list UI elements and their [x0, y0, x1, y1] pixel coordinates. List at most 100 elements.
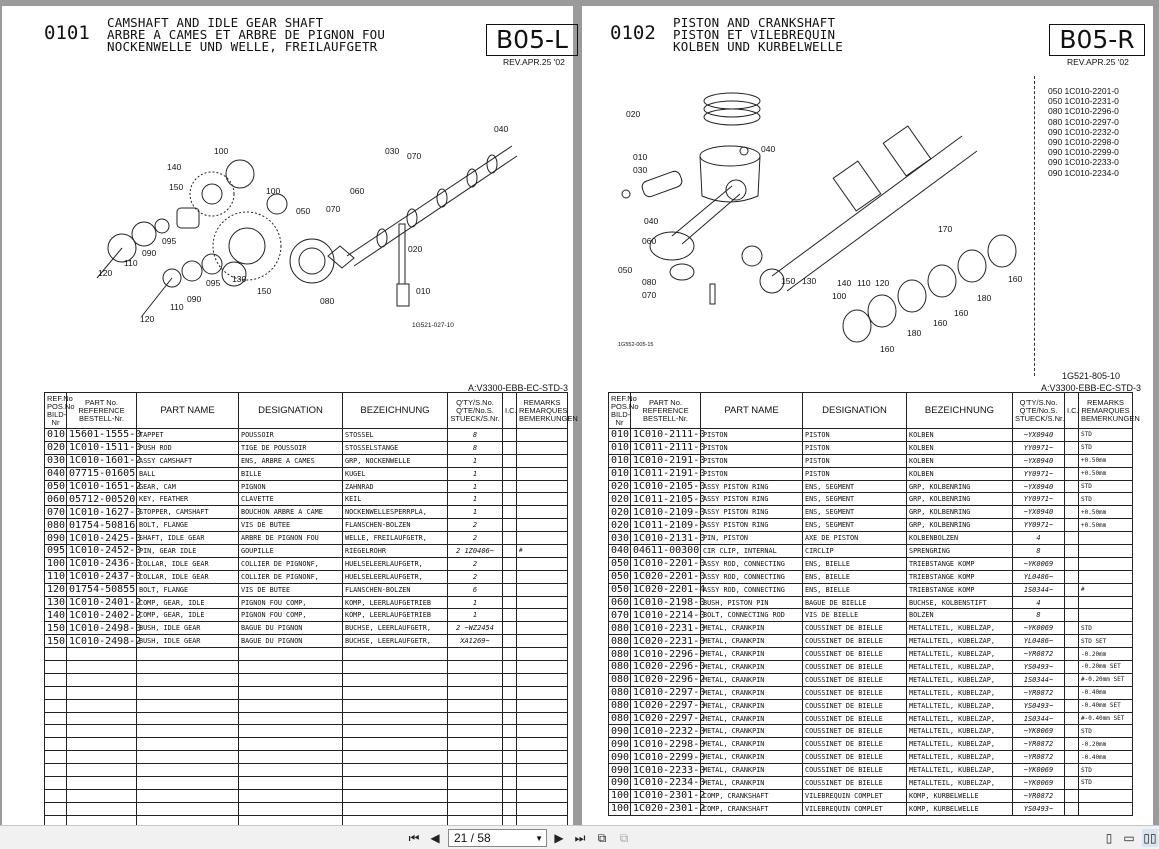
ref-cell: 050 [44, 479, 67, 494]
qty-cell: ~YR0872 [1012, 685, 1065, 700]
qty-cell: 1 [447, 466, 503, 481]
related-part-item: 090 1C010-2233-0 [1048, 157, 1119, 168]
empty-cell [516, 660, 568, 674]
designation-cell: COUSSINET DE BIELLE [802, 647, 907, 662]
figure-number: 1G521-805-10 [1062, 371, 1121, 381]
part-name-cell: METAL, CRANKPIN [700, 634, 803, 649]
bezeichnung-cell: STOSSELSTANGE [342, 440, 448, 455]
empty-cell [44, 763, 67, 778]
ic-cell [1064, 724, 1079, 739]
designation-cell: CIRCLIP [802, 544, 907, 558]
empty-cell [136, 685, 239, 700]
designation-cell: COUSSINET DE BIELLE [802, 776, 907, 790]
ref-cell: 080 [44, 518, 67, 533]
bezeichnung-cell: SPRENGRING [906, 544, 1013, 558]
continuous-view-icon[interactable]: ▭ [1123, 831, 1135, 845]
ref-cell: 100 [608, 801, 631, 816]
last-page-icon[interactable]: ⏭ [574, 830, 586, 845]
designation-cell: VILEBREQUIN COMPLET [802, 801, 907, 816]
part-name-cell: ASSY CAMSHAFT [136, 453, 239, 468]
empty-cell [516, 711, 568, 726]
copy-disabled-icon[interactable]: ⧉ [619, 830, 629, 845]
empty-cell [136, 698, 239, 713]
empty-table-row [44, 698, 568, 713]
document-viewer[interactable]: 0101 CAMSHAFT AND IDLE GEAR SHAFT ARBRE … [0, 0, 1159, 829]
next-page-icon[interactable]: ▶ [554, 831, 564, 845]
part-name-cell: ASSY ROD, CONNECTING [700, 556, 803, 571]
col-remarks: REMARKS REMARQUES BEMERKUNGEN [1078, 392, 1140, 429]
part-no-cell: 1C010-2452-0 [66, 544, 141, 558]
qty-cell: 2 1Z0406~ [447, 544, 503, 558]
part-name-cell: BOLT, FLANGE [136, 518, 239, 533]
qty-cell: ~YX0940 [1012, 453, 1065, 468]
two-page-view-icon[interactable]: ▯▯ [1142, 829, 1158, 847]
ic-cell [1064, 569, 1079, 584]
ic-cell [1064, 737, 1079, 752]
ic-cell [502, 440, 517, 455]
ref-cell: 010 [608, 453, 631, 468]
empty-cell [342, 763, 448, 778]
part-no-cell: 1C010-2131-0 [630, 531, 705, 546]
empty-cell [136, 763, 239, 778]
callout-label: 050 [296, 206, 311, 216]
designation-cell: POUSSOIR [238, 428, 343, 442]
bezeichnung-cell: METALLTEIL, KUBELZAP, [906, 647, 1013, 662]
callout-label: 140 [167, 162, 182, 172]
small-figure-number: 1G552-005-15 [618, 342, 654, 348]
remarks-cell: STD [1078, 621, 1133, 636]
prev-page-icon[interactable]: ◀ [430, 831, 440, 845]
qty-cell: 1S0344~ [1012, 672, 1065, 687]
remarks-cell: #-0.40mm SET [1078, 711, 1133, 726]
designation-cell: ARBRE DE PIGNON FOU [238, 531, 343, 546]
bezeichnung-cell: METALLTEIL, KUBELZAP, [906, 724, 1013, 739]
designation-cell: PIGNON FOU COMP, [238, 608, 343, 623]
designation-cell: PISTON [802, 453, 907, 468]
empty-cell [238, 724, 343, 739]
part-name-cell: BUSH, PISTON PIN [700, 595, 803, 610]
ref-cell: 030 [608, 531, 631, 546]
qty-cell: ~YK0069 [1012, 724, 1065, 739]
qty-cell: 2 [447, 531, 503, 546]
empty-cell [66, 660, 137, 674]
callout-label: 060 [642, 236, 657, 246]
part-no-cell: 1C010-1651-2 [66, 479, 141, 494]
callout-label: 180 [907, 328, 922, 338]
qty-cell: 1 [447, 479, 503, 494]
callout-label: 130 [232, 274, 247, 284]
part-no-cell: 1C020-2297-2 [630, 711, 705, 726]
part-no-cell: 1C010-2296-0 [630, 647, 705, 662]
section-number: 0101 [44, 22, 90, 44]
designation-cell: TIGE DE POUSSOIR [238, 440, 343, 455]
empty-cell [66, 763, 137, 778]
callout-label: 160 [880, 344, 895, 354]
remarks-cell [516, 428, 568, 442]
bezeichnung-cell: METALLTEIL, KUBELZAP, [906, 660, 1013, 674]
single-page-view-icon[interactable]: ▯ [1105, 831, 1113, 845]
col-remarks: REMARKS REMARQUES BEMERKUNGEN [516, 392, 578, 429]
empty-table-row [44, 672, 568, 687]
ref-cell: 030 [44, 453, 67, 468]
designation-cell: CLAVETTE [238, 492, 343, 507]
ref-cell: 010 [44, 428, 67, 442]
ref-cell: 020 [608, 505, 631, 520]
ic-cell [502, 595, 517, 610]
part-name-cell: METAL, CRANKPIN [700, 737, 803, 752]
empty-cell [136, 801, 239, 816]
part-no-cell: 1C020-2201-4 [630, 582, 705, 597]
col-designation: DESIGNATION [238, 392, 343, 429]
related-part-item: 080 1C010-2297-0 [1048, 116, 1119, 127]
callout-label: 060 [350, 186, 365, 196]
col-part-no: PART No. REFERENCE BESTELL-Nr. [630, 392, 701, 429]
empty-cell [238, 698, 343, 713]
copy-page-icon[interactable]: ⧉ [597, 830, 607, 845]
remarks-cell [1078, 531, 1133, 546]
catalog-code: A:V3300-EBB-EC-STD-3 [1041, 383, 1142, 393]
first-page-icon[interactable]: ⏮ [408, 830, 420, 845]
page-number-select[interactable]: 21 / 58▼ [448, 829, 547, 847]
empty-cell [44, 737, 67, 752]
